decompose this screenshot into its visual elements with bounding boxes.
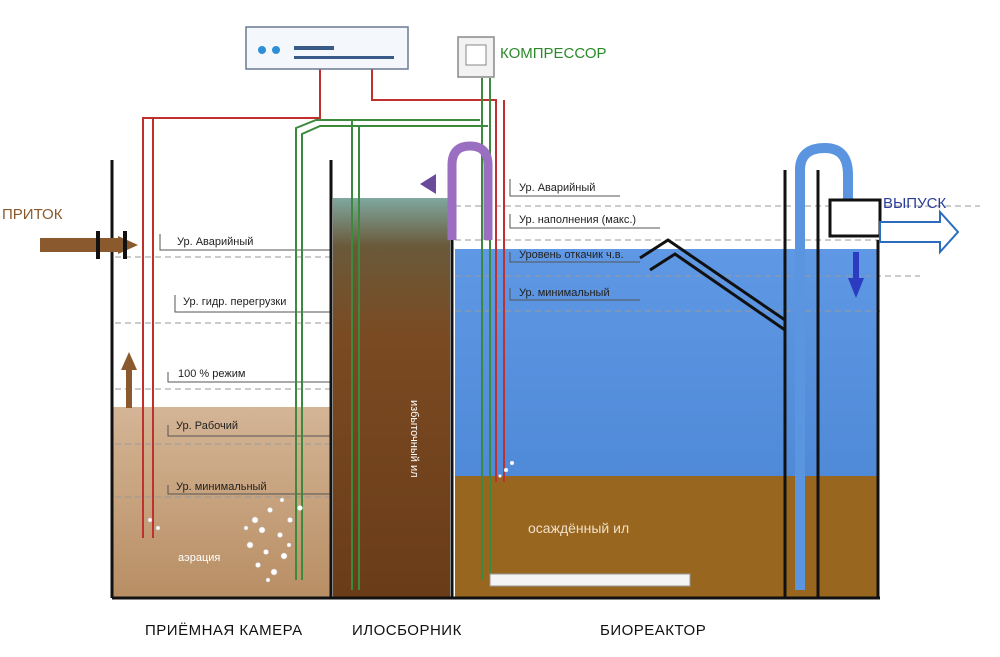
air-pipes [295,78,491,590]
left-level-overload: Ур. гидр. перегрузки [183,296,287,308]
bubbles [147,460,515,583]
right-level-emergency: Ур. Аварийный [519,182,596,194]
chamber-bioreactor: БИОРЕАКТОР [600,622,707,639]
left-level-minimal: Ур. минимальный [176,481,267,493]
right-level-fill: Ур. наполнения (макс.) [519,214,637,226]
sensor-tubes [142,68,505,538]
receiving-wastewater [112,407,330,597]
left-level-100: 100 % режим [178,368,246,380]
right-level-lines [455,205,980,312]
outlet-label: ВЫПУСК [883,195,947,212]
left-level-lines [115,256,330,498]
aeration-label: аэрация [178,552,221,564]
excess-sludge-label: избыточный ил [408,400,420,478]
airlift-pipe [447,141,493,240]
aerator [489,573,691,587]
left-level-working: Ур. Рабочий [176,420,239,432]
right-level-minimal: Ур. минимальный [519,287,610,299]
settled-sludge-label: осаждённый ил [528,520,630,536]
sludge-collector-fill [333,198,450,597]
bioreactor-water [455,249,878,476]
skimmer-pipe [639,238,786,332]
left-level-emergency: Ур. Аварийный [177,236,254,248]
right-level-pump: Уровень откачик ч.в. [519,249,624,261]
inflow-label: ПРИТОК [2,206,63,223]
chamber-receiving: ПРИЁМНАЯ КАМЕРА [145,622,303,639]
chamber-sludge: ИЛОСБОРНИК [352,622,462,639]
compressor-label: КОМПРЕССОР [500,45,607,62]
inflow-pipe [40,238,120,252]
outlet-pipe [795,142,853,590]
tank-walls [110,160,880,600]
